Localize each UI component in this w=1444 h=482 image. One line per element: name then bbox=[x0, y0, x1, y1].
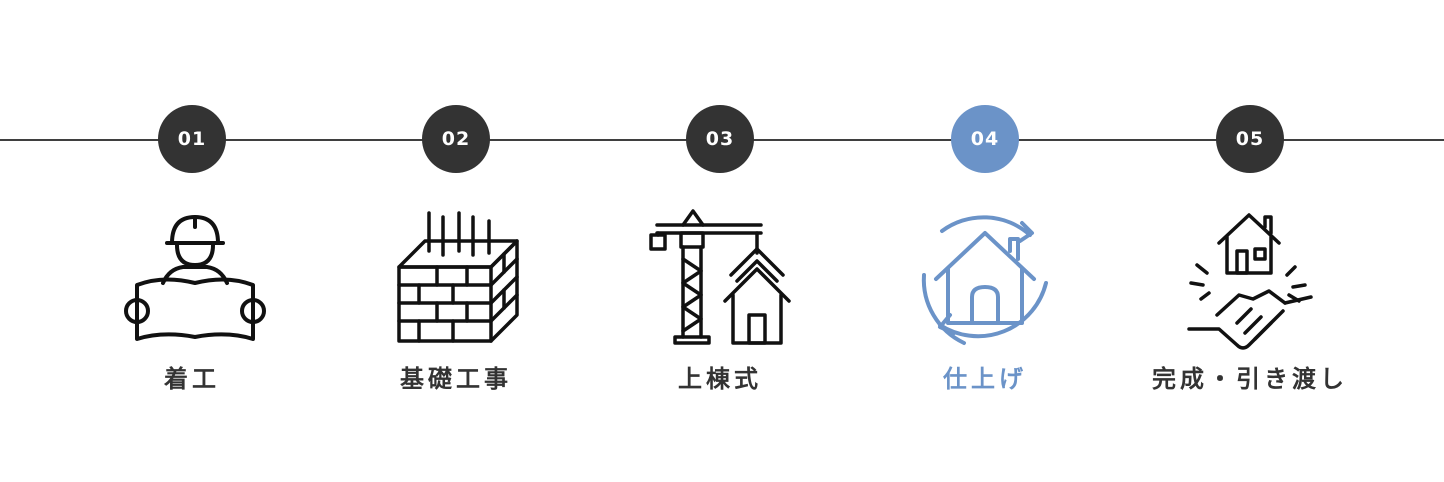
step-01[interactable]: 01 着工 bbox=[72, 105, 312, 394]
brick-foundation-icon bbox=[381, 203, 531, 353]
step-04[interactable]: 04 仕上げ bbox=[865, 105, 1105, 394]
step-number-badge: 03 bbox=[686, 105, 754, 173]
step-label: 基礎工事 bbox=[400, 365, 512, 393]
step-label: 上棟式 bbox=[678, 365, 762, 393]
step-number-badge: 05 bbox=[1216, 105, 1284, 173]
crane-house-icon bbox=[645, 203, 795, 353]
step-label: 仕上げ bbox=[943, 365, 1027, 393]
step-label: 完成・引き渡し bbox=[1152, 365, 1348, 393]
step-02[interactable]: 02 bbox=[336, 105, 576, 394]
handshake-house-icon bbox=[1175, 203, 1325, 353]
house-refresh-icon bbox=[910, 203, 1060, 353]
step-number-badge: 01 bbox=[158, 105, 226, 173]
step-number-badge: 04 bbox=[951, 105, 1019, 173]
step-03[interactable]: 03 上棟式 bbox=[600, 105, 840, 394]
worker-blueprint-icon bbox=[117, 203, 267, 353]
step-label: 着工 bbox=[164, 365, 220, 393]
step-05[interactable]: 05 完成・引き渡し bbox=[1130, 105, 1370, 394]
step-number-badge: 02 bbox=[422, 105, 490, 173]
